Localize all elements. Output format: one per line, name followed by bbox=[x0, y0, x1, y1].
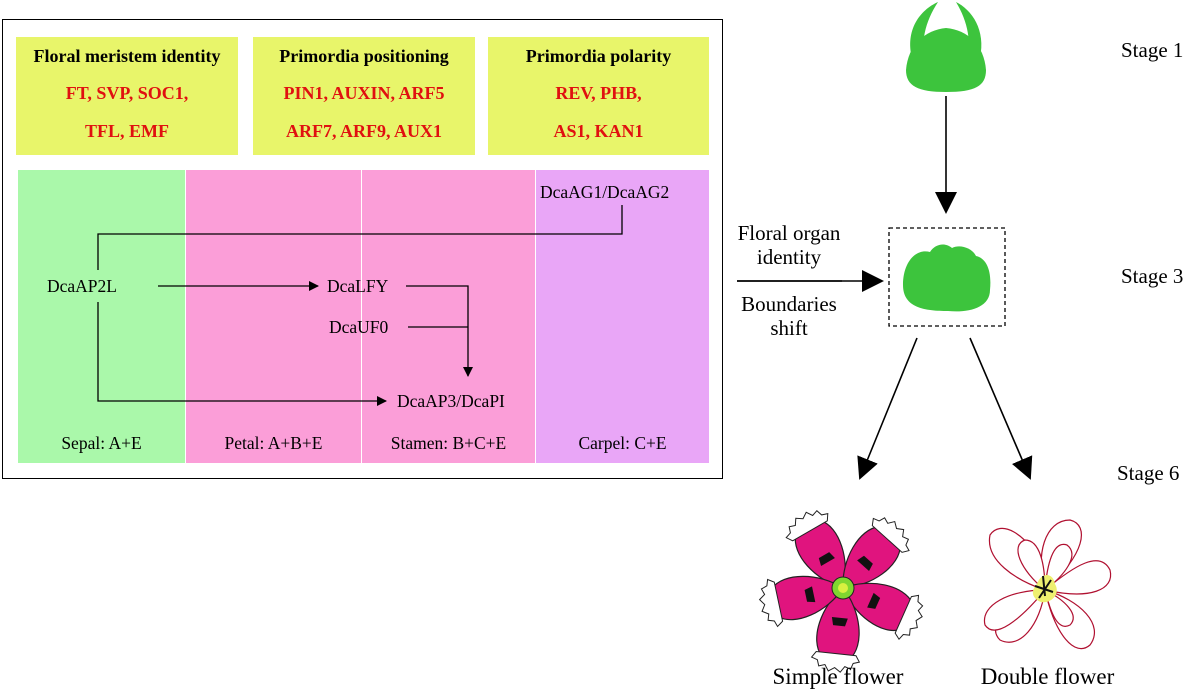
box-title: Floral meristem identity bbox=[33, 46, 221, 66]
box-genes-line2: AS1, KAN1 bbox=[553, 121, 644, 141]
stamen-zone bbox=[362, 170, 535, 463]
stage-1-label: Stage 1 bbox=[1121, 38, 1184, 62]
ag-to-ap2l-connector bbox=[97, 205, 623, 270]
identity-line2: identity bbox=[756, 245, 822, 269]
box-genes-line1: PIN1, AUXIN, ARF5 bbox=[283, 83, 445, 103]
gene-dcaag: DcaAG1/DcaAG2 bbox=[540, 182, 670, 202]
double-flower-label: Double flower bbox=[980, 664, 1115, 689]
box-genes-line1: REV, PHB, bbox=[555, 83, 642, 103]
identity-line1: Floral organ bbox=[737, 221, 841, 245]
box-genes-line2: ARF7, ARF9, AUX1 bbox=[286, 121, 442, 141]
stage-3-label: Stage 3 bbox=[1121, 264, 1184, 288]
shift-line1: Boundaries bbox=[741, 292, 837, 316]
gene-dcalfy: DcaLFY bbox=[327, 276, 389, 296]
gene-dcaap2l: DcaAP2L bbox=[47, 276, 117, 296]
stage3-bud-icon bbox=[903, 244, 991, 312]
lfy-to-ap3-arrow bbox=[406, 285, 473, 377]
organ-label-sepal: Sepal: A+E bbox=[61, 433, 142, 453]
stage-6-label: Stage 6 bbox=[1117, 461, 1180, 485]
primordia-positioning-box: Primordia positioning PIN1, AUXIN, ARF5 … bbox=[253, 37, 475, 155]
stage3-dashed-box bbox=[888, 227, 1006, 327]
box-genes-line1: FT, SVP, SOC1, bbox=[65, 83, 189, 103]
box-title: Primordia positioning bbox=[279, 46, 449, 66]
box-title: Primordia polarity bbox=[525, 46, 672, 66]
stage1-bud-icon bbox=[906, 2, 986, 92]
stage3-to-double-arrow bbox=[969, 337, 1033, 480]
organ-label-carpel: Carpel: C+E bbox=[578, 433, 667, 453]
boundaries-shift-label: Boundaries shift bbox=[734, 292, 844, 340]
petal-zone bbox=[186, 170, 361, 463]
primordia-polarity-box: Primordia polarity REV, PHB, AS1, KAN1 bbox=[488, 37, 709, 155]
floral-organ-identity-label: Floral organ identity bbox=[734, 221, 844, 269]
simple-flower-icon bbox=[758, 510, 924, 673]
sepal-zone bbox=[18, 170, 185, 463]
shift-line2: shift bbox=[770, 316, 808, 340]
organ-label-petal: Petal: A+B+E bbox=[224, 433, 323, 453]
organ-label-stamen: Stamen: B+C+E bbox=[390, 433, 507, 453]
gene-dcauf0: DcaUF0 bbox=[329, 317, 389, 337]
ap2l-to-ap3-arrow bbox=[97, 302, 387, 406]
simple-flower-label: Simple flower bbox=[772, 664, 904, 689]
box-genes-line2: TFL, EMF bbox=[85, 121, 169, 141]
stage3-to-simple-arrow bbox=[857, 337, 918, 480]
double-flower-icon bbox=[983, 519, 1112, 650]
floral-meristem-identity-box: Floral meristem identity FT, SVP, SOC1, … bbox=[16, 37, 238, 155]
gene-network-panel bbox=[2, 19, 723, 479]
gene-dcaap3-dcapi: DcaAP3/DcaPI bbox=[397, 391, 505, 411]
